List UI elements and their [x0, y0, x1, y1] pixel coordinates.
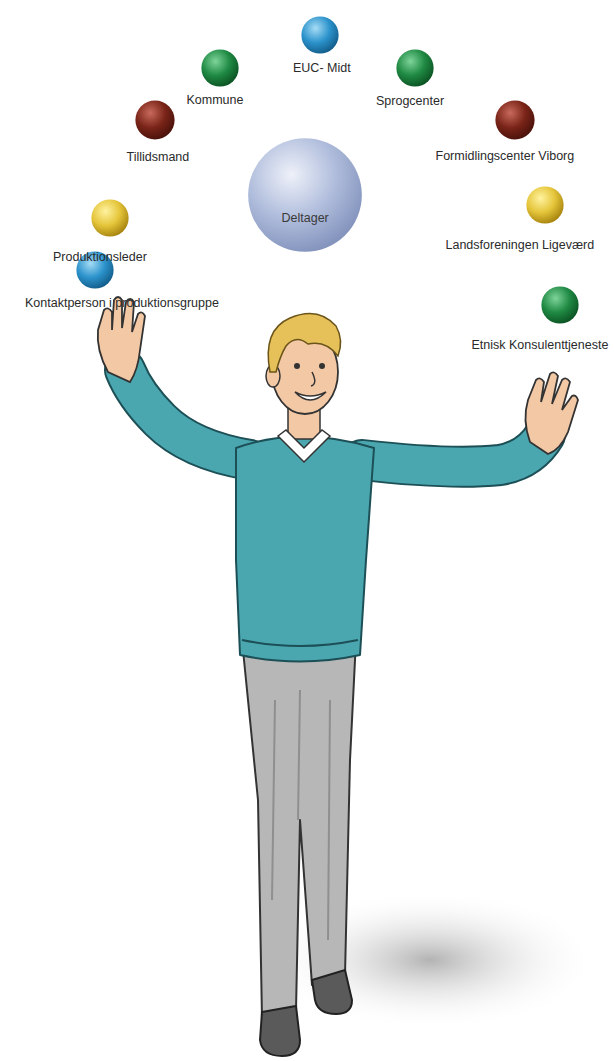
ball-circle [526, 186, 563, 223]
ball-label: EUC- Midt [293, 61, 351, 76]
ball-label: Sprogcenter [376, 94, 444, 109]
nose [311, 372, 315, 386]
juggling-ball: Formidlingscenter Viborg [495, 100, 535, 140]
collar [278, 430, 330, 462]
ball-label: Kontaktperson i produktionsgruppe [25, 296, 219, 311]
ball-shape [301, 16, 339, 54]
ball-label: Kommune [187, 93, 244, 108]
eye [319, 363, 325, 369]
sweater [236, 437, 374, 662]
ball-circle [541, 286, 578, 323]
arm-outline [362, 435, 545, 467]
juggling-ball: Landsforeningen Ligeværd [526, 186, 564, 224]
ball-circle [301, 16, 338, 53]
ball-shape [135, 100, 175, 140]
arm [362, 435, 545, 467]
ball-shape [541, 286, 579, 324]
shoe [312, 970, 352, 1014]
juggling-ball: Sprogcenter [396, 49, 434, 87]
ball-circle [495, 100, 534, 139]
ball-label: Produktionsleder [53, 250, 147, 265]
ball-label: Tillidsmand [127, 150, 190, 165]
ball-label: Deltager [282, 211, 329, 226]
ball-label: Landsforeningen Ligeværd [446, 238, 595, 253]
shoe [260, 1006, 300, 1056]
pants-fold [272, 690, 330, 940]
arm [125, 370, 250, 460]
ball-shape [495, 100, 535, 140]
sweater-hem [242, 640, 358, 646]
juggling-ball: EUC- Midt [301, 16, 339, 54]
smile [295, 392, 326, 400]
eye [294, 363, 300, 369]
ball-circle [135, 100, 174, 139]
ball-shape [201, 49, 239, 87]
ball-shape [396, 49, 434, 87]
juggling-ball: Etnisk Konsulenttjeneste [541, 286, 579, 324]
hair [268, 314, 340, 373]
pants [242, 640, 356, 1018]
ball-circle [396, 49, 433, 86]
ball-circle [248, 138, 362, 252]
juggling-ball: Kommune [201, 49, 239, 87]
hand [98, 297, 578, 454]
ball-circle [91, 199, 128, 236]
ball-label: Formidlingscenter Viborg [436, 149, 575, 164]
ball-shape [247, 137, 363, 253]
ball-circle [201, 49, 238, 86]
ball-shape [526, 186, 564, 224]
ball-label: Etnisk Konsulenttjeneste [472, 338, 609, 353]
juggling-ball: Tillidsmand [135, 100, 175, 140]
ball-shape [91, 199, 129, 237]
juggling-ball: Produktionsleder [91, 199, 129, 237]
juggling-ball: Deltager [247, 137, 363, 253]
arm-outline [125, 370, 250, 460]
